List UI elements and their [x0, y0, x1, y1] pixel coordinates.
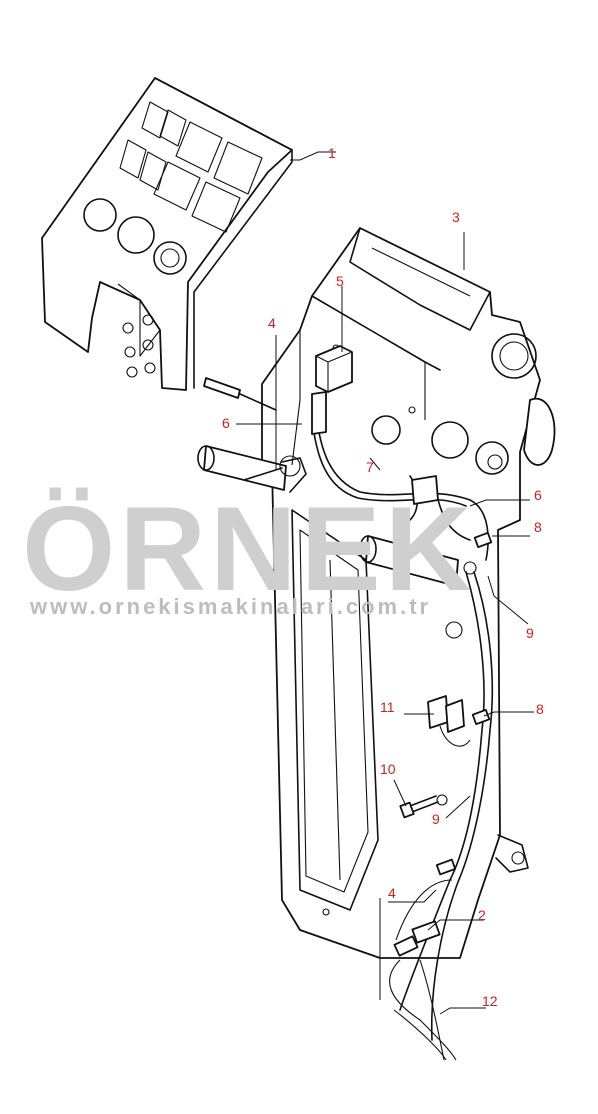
watermark-url: www.ornekismakinalari.com.tr: [29, 594, 431, 619]
callout-2: 2: [478, 907, 486, 923]
shift-knob: [523, 397, 556, 466]
callout-6-left: 6: [222, 415, 230, 431]
watermark-logo: ÖRNEK: [22, 482, 475, 616]
callout-9-lower: 9: [432, 811, 440, 827]
relay-module: [315, 345, 353, 393]
cross-tube-lower: [359, 535, 459, 587]
callout-10: 10: [380, 761, 396, 777]
relay-pair: [427, 695, 471, 747]
wiring-harness: [311, 391, 494, 1061]
callout-4-lower: 4: [388, 885, 396, 901]
temperature-gauge: [153, 241, 187, 275]
callout-7: 7: [366, 459, 374, 475]
callout-4-upper: 4: [268, 315, 276, 331]
callout-1: 1: [328, 145, 336, 161]
callout-8-lower: 8: [536, 701, 544, 717]
column-switch: [371, 415, 401, 445]
callout-11: 11: [380, 699, 395, 715]
callout-3: 3: [452, 209, 460, 225]
ignition-switch: [475, 441, 509, 475]
fuel-gauge: [83, 198, 117, 232]
bolt: [399, 794, 448, 819]
callout-12: 12: [482, 993, 498, 1009]
leader-lines: [236, 151, 534, 1015]
hour-meter: [491, 333, 537, 379]
callout-8-upper: 8: [534, 519, 542, 535]
instrument-panel: [41, 77, 293, 391]
callout-labels: 1 3 5 4 6 7 6 8 9 11 8 10 9 4 2 12: [222, 145, 544, 1009]
cross-tube-upper: [197, 445, 307, 493]
callout-5: 5: [336, 273, 344, 289]
steering-column-housing: [261, 227, 556, 959]
tachometer: [117, 216, 155, 254]
gear-lever: [203, 377, 277, 411]
watermark: ÖRNEK www.ornekismakinalari.com.tr: [22, 482, 475, 619]
gauge-window-row: [119, 101, 263, 233]
callout-9-upper: 9: [526, 625, 534, 641]
switch-holes: [122, 314, 156, 378]
callout-6-right: 6: [534, 487, 542, 503]
